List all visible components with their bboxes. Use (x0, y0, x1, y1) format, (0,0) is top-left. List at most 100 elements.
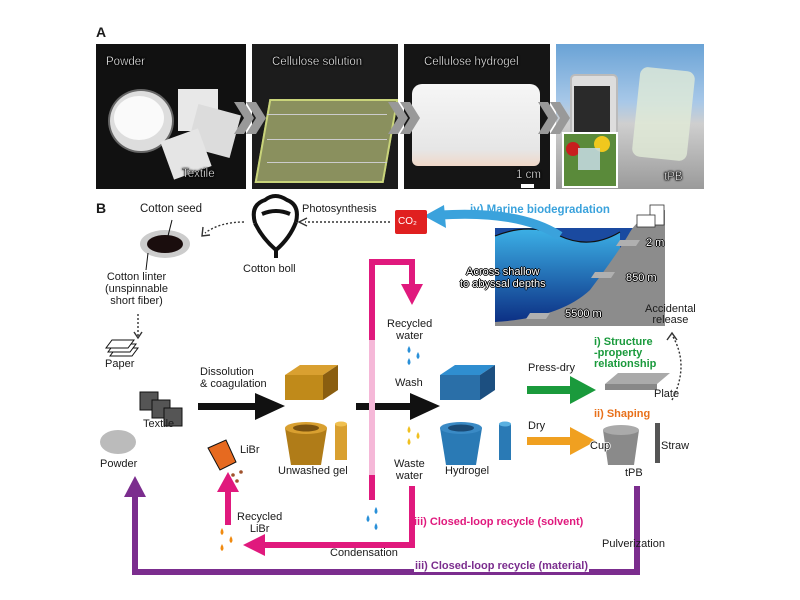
sample-plate (526, 313, 550, 319)
cotton-boll-label: Cotton boll (243, 263, 296, 275)
boll-to-seed-arrow (204, 221, 245, 234)
chevron-right-icon (388, 102, 420, 134)
plate-label: Plate (654, 388, 680, 400)
depth-2m: 2 m (646, 237, 665, 249)
photo-label-tpb: tPB (664, 171, 683, 183)
panel-b-label: B (96, 200, 107, 216)
photo-label-solution: Cellulose solution (272, 56, 363, 68)
cotton-seed-label: Cotton seed (140, 203, 203, 215)
photo-label-powder: Powder (106, 56, 145, 68)
paper-label: Paper (105, 358, 135, 370)
accidental-line: Accidental (645, 303, 696, 315)
hydrogel-tube (499, 424, 511, 460)
scale-bar-label: 1 cm (516, 169, 541, 181)
recycled-libr-line: LiBr (249, 523, 270, 535)
waste-water-drops (407, 426, 420, 445)
unwashed-gel-cup (285, 428, 327, 465)
paper-icon (105, 339, 139, 357)
accidental-release-label: Accidental release (645, 304, 696, 326)
co2-label: CO₂ (398, 216, 417, 227)
red-flower (566, 142, 580, 156)
photo-cellulose-solution: Cellulose solution (252, 44, 398, 189)
photo-cellulose-hydrogel: Cellulose hydrogel 1 cm (404, 44, 550, 189)
powder-label: Powder (100, 458, 138, 470)
libr-label: LiBr (240, 444, 260, 456)
textile-label: Textile (143, 418, 175, 430)
material-loop-label: iii) Closed-loop recycle (material) (414, 560, 589, 572)
waste-water-line: Waste (394, 458, 425, 470)
recycled-water-line: Recycled (387, 318, 433, 330)
scale-bar (521, 184, 534, 188)
press-dry-label: Press-dry (528, 362, 576, 374)
structure-line: relationship (594, 358, 657, 370)
seabed-slope (495, 210, 665, 326)
hydrogel-block (440, 365, 495, 375)
cotton-seed-icon (147, 235, 183, 253)
waste-water-line: water (395, 470, 423, 482)
shaping-label: ii) Shaping (594, 408, 651, 420)
tpb-film (578, 148, 600, 170)
hydrogel-block (412, 84, 540, 166)
tpb-straw (655, 423, 660, 463)
marine-biodegradation-label: iv) Marine biodegradation (470, 204, 610, 216)
libr-beaker-icon (207, 439, 237, 471)
wash-label: Wash (395, 377, 423, 389)
chevron-right-icon (538, 102, 570, 134)
depths-line: Across shallow (466, 266, 540, 278)
rack-wire (267, 139, 387, 140)
photo-label-hydrogel: Cellulose hydrogel (424, 56, 519, 68)
photo-label-textile: Textile (182, 168, 215, 180)
panel-a-label: A (96, 24, 107, 40)
recycled-water-line: water (396, 330, 424, 342)
dissolution-line: & coagulation (200, 378, 267, 390)
powder-pile (114, 96, 164, 140)
depth-5500m: 5500 m (565, 308, 602, 320)
rack-wire (267, 114, 387, 115)
linter-line: (unspinnable (105, 283, 168, 295)
straw-label: Straw (661, 440, 690, 452)
sample-plate (591, 272, 615, 278)
photo-tpb: tPB (556, 44, 704, 189)
hydrogel-cup (440, 428, 482, 465)
tpb-cup (603, 430, 639, 465)
unwashed-gel-tube (335, 424, 347, 460)
depths-line: to abyssal depths (460, 278, 546, 290)
wash-arrow (356, 403, 412, 410)
press-dry-arrow (527, 386, 572, 394)
linter-line: Cotton linter (106, 271, 167, 283)
cup-label: Cup (590, 440, 611, 452)
photo-powder-textile: Powder Textile (96, 44, 246, 189)
recycled-libr-line: Recycled (237, 511, 283, 523)
unwashed-gel-block (285, 365, 338, 375)
structure-line: i) Structure (594, 336, 653, 348)
textile-icon (139, 391, 183, 427)
sample-plate (616, 240, 640, 246)
photosynthesis-label: Photosynthesis (302, 203, 377, 215)
recycled-water-label: Recycled water (387, 318, 432, 342)
recycled-libr-drops (220, 528, 233, 551)
solvent-loop-label: iii) Closed-loop recycle (solvent) (414, 516, 584, 528)
accidental-release-arrow (671, 334, 682, 401)
condensation-label: Condensation (330, 547, 398, 559)
dissolution-label: Dissolution & coagulation (200, 366, 267, 390)
dry-label: Dry (528, 420, 546, 432)
recycled-water-drops (407, 346, 420, 365)
marine-arrowhead (424, 205, 446, 228)
structure-property-label: i) Structure -property relationship (594, 337, 656, 370)
tpb-label: tPB (625, 467, 643, 479)
hydrogel-label: Hydrogel (445, 465, 490, 477)
inset-photo (562, 132, 618, 188)
dry-arrow (527, 437, 572, 445)
powder-icon (100, 430, 136, 454)
structure-line: -property (594, 347, 643, 359)
chevron-right-icon (234, 102, 266, 134)
linter-line: short fiber) (110, 295, 163, 307)
co2-box (395, 210, 427, 234)
marine-arrow (439, 209, 563, 240)
material-recycle-loop (132, 486, 640, 575)
condensation-drops (366, 507, 378, 530)
accidental-line: release (652, 314, 689, 326)
depths-label: Across shallow to abyssal depths (460, 266, 546, 290)
cotton-linter-label: Cotton linter (unspinnable short fiber) (105, 271, 168, 307)
